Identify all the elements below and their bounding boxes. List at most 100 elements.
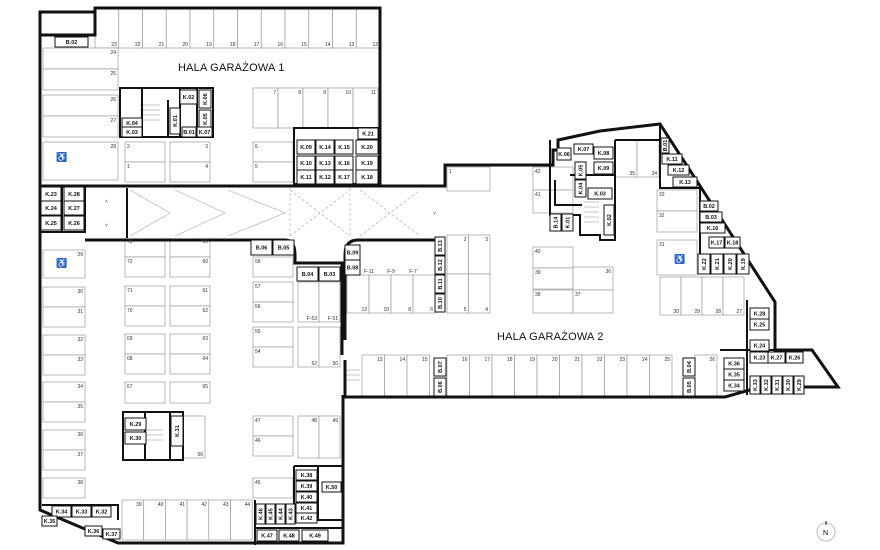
storage-unit	[433, 357, 447, 377]
storage-unit	[699, 200, 719, 212]
storage-unit-label: K.12	[673, 168, 685, 174]
stall-number: 25	[110, 71, 116, 77]
storage-unit-label: K.20	[728, 258, 734, 270]
storage-unit	[170, 415, 184, 447]
storage-unit	[603, 204, 615, 236]
parking-stall	[124, 305, 166, 327]
storage-unit	[295, 491, 318, 503]
storage-unit-label: B.01	[183, 130, 195, 136]
stall-number: 29	[77, 252, 83, 258]
storage-unit	[51, 505, 72, 518]
storage-unit-label: B.05	[687, 381, 693, 393]
stall-number: 1	[449, 169, 452, 175]
stall-number: 46	[255, 438, 261, 444]
storage-unit-label: K.20	[361, 145, 373, 151]
stall-number: 33	[77, 357, 83, 363]
storage-unit	[295, 469, 318, 481]
stall-number: 73	[127, 239, 133, 245]
stairs	[140, 104, 599, 441]
stall-number: 71	[127, 288, 133, 294]
stall-f-label: F-11	[364, 269, 374, 275]
parking-stall	[656, 210, 698, 233]
storage-unit-label: K.41	[301, 506, 313, 512]
parking-stall	[252, 346, 294, 368]
storage-unit-label: K.27	[771, 356, 783, 362]
parking-stall	[42, 141, 119, 181]
storage-unit-label: K.43	[289, 508, 295, 520]
ramp-up-arrow-icon: ˄	[105, 199, 108, 205]
storage-unit	[285, 503, 296, 525]
stall-number: 21	[159, 42, 165, 48]
parking-stall	[252, 87, 279, 129]
stall-number: 15	[301, 42, 307, 48]
storage-unit-label: K.24	[754, 344, 767, 350]
storage-unit	[682, 377, 696, 397]
stall-number: 28	[110, 144, 116, 150]
storage-unit	[102, 528, 121, 540]
parking-stall	[252, 161, 294, 183]
stall-number: 19	[206, 42, 212, 48]
parking-stall	[42, 94, 119, 117]
stall-number: 31	[659, 242, 665, 248]
stall-number: 48	[311, 418, 317, 424]
stall-number: 36	[77, 432, 83, 438]
stall-number: 22	[597, 357, 603, 363]
storage-unit	[265, 503, 276, 525]
storage-unit	[296, 139, 316, 155]
storage-unit-label: K.46	[259, 508, 265, 520]
storage-unit	[574, 179, 587, 198]
storage-unit	[736, 253, 750, 275]
storage-unit	[749, 318, 770, 331]
stall-number: 49	[332, 418, 338, 424]
storage-unit-label: K.45	[269, 508, 275, 520]
storage-unit	[63, 200, 85, 216]
stall-number: 30	[673, 309, 679, 315]
parking-stall	[656, 239, 698, 276]
parking-stall	[252, 256, 294, 278]
storage-unit	[41, 515, 58, 527]
storage-unit	[771, 375, 783, 395]
parking-stall	[446, 166, 491, 192]
parking-stall	[42, 449, 86, 471]
storage-unit-label: K.25	[754, 323, 766, 329]
storage-unit	[573, 143, 594, 155]
storage-unit	[255, 503, 266, 525]
stall-number: 40	[158, 502, 164, 508]
stall-number: 69	[127, 336, 133, 342]
stall-number: 65	[202, 384, 208, 390]
storage-unit-label: K.29	[797, 379, 803, 391]
storage-unit	[793, 375, 805, 395]
stall-number: 23	[111, 42, 117, 48]
storage-unit	[124, 431, 147, 445]
stall-number: 6	[430, 307, 433, 313]
stall-number: 41	[180, 502, 186, 508]
parking-stall	[318, 281, 341, 323]
stall-number: 6	[255, 144, 258, 150]
storage-unit	[344, 259, 361, 276]
storage-unit-label: K.50	[326, 485, 338, 491]
stall-number: 50	[332, 361, 338, 367]
storage-unit-label: K.34	[728, 384, 741, 390]
stall-number: 39	[136, 502, 142, 508]
storage-unit	[256, 529, 278, 542]
storage-unit-label: K.11	[300, 175, 311, 181]
storage-unit-label: K.27	[68, 206, 80, 212]
storage-unit	[250, 239, 273, 256]
storage-unit	[91, 505, 112, 518]
stall-number: 27	[110, 118, 116, 124]
storage-unit-label: B.10	[438, 297, 444, 309]
storage-unit-label: K.10	[300, 161, 312, 167]
stall-number: 54	[255, 349, 261, 355]
storage-unit-label: K.02	[183, 95, 195, 101]
storage-unit-label: K.26	[789, 356, 801, 362]
wheelchair-icon: ♿	[56, 257, 67, 268]
stall-number: 68	[127, 356, 133, 362]
ramp-arrow-icon: ˅	[433, 211, 436, 217]
parking-stall	[169, 305, 211, 327]
stall-number: 39	[535, 270, 541, 276]
storage-unit	[660, 137, 670, 154]
storage-unit-label: K.28	[68, 192, 80, 198]
storage-unit	[54, 36, 89, 48]
stall-number: 10	[383, 307, 389, 313]
storage-unit-label: K.32	[96, 510, 108, 516]
